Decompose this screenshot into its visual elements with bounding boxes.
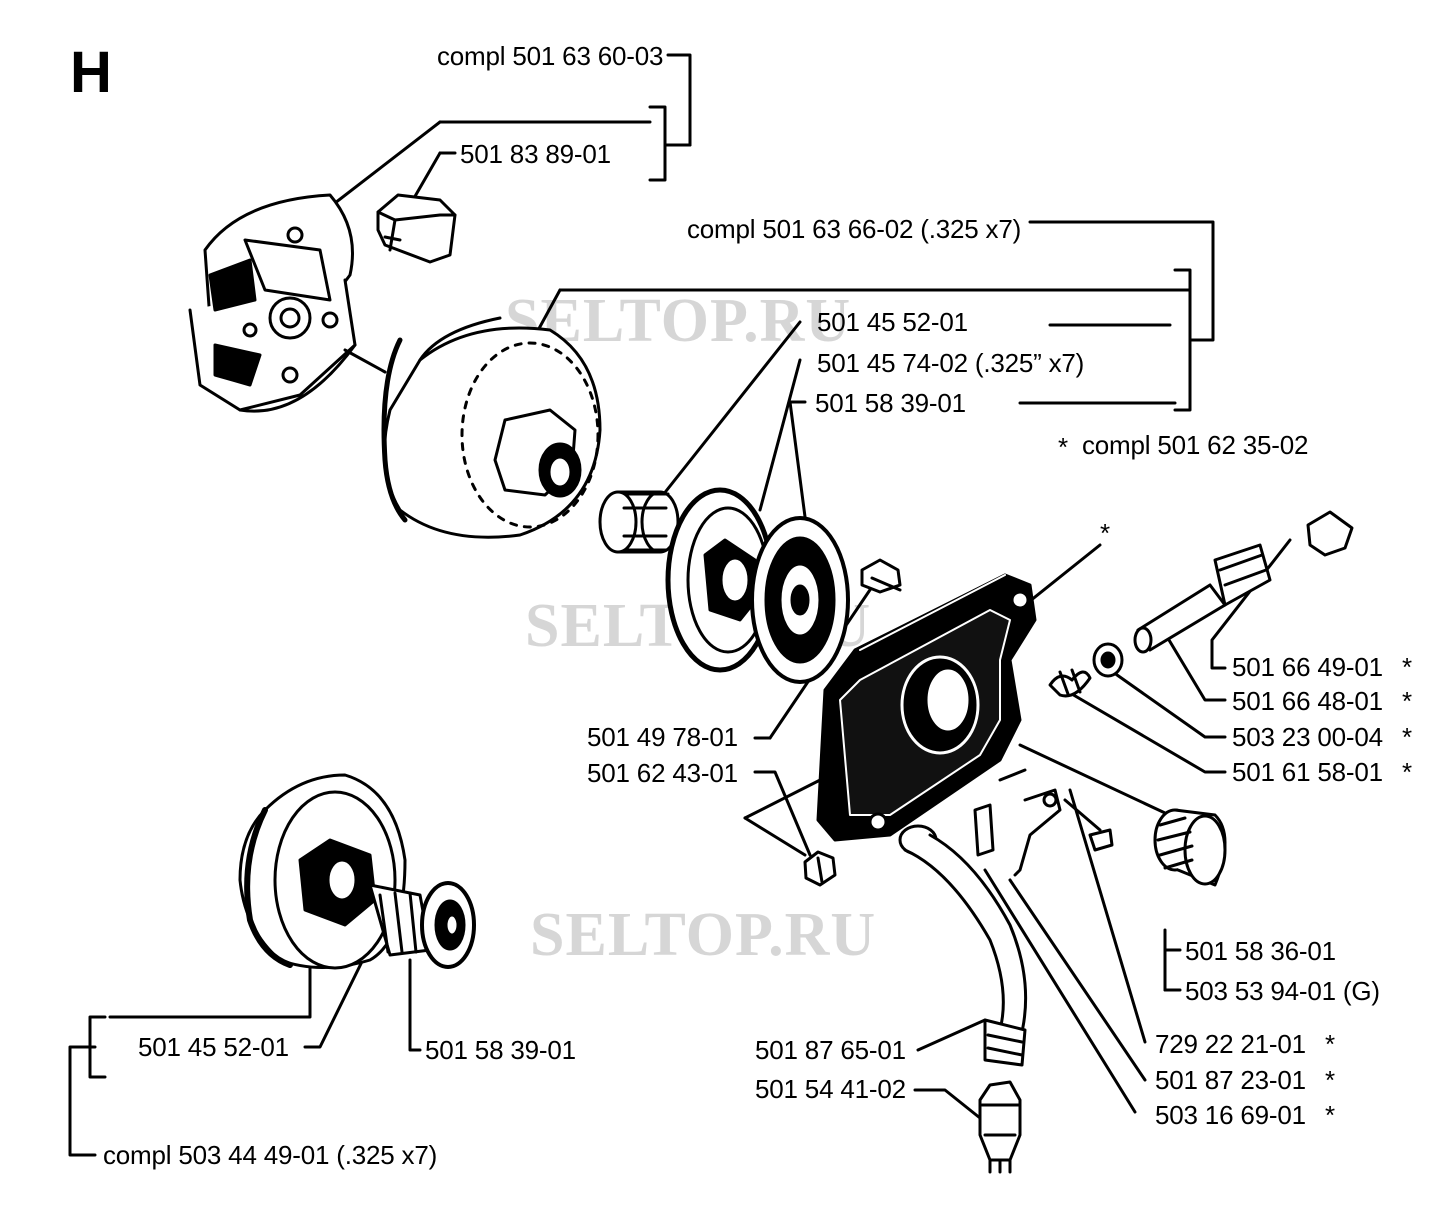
label-spring-seat: 503 23 00-04 xyxy=(1232,722,1383,752)
asterisk-pump-compl: * xyxy=(1058,432,1069,462)
asterisk-pump: * xyxy=(1100,518,1111,548)
label-spring: 501 61 58-01 xyxy=(1232,757,1383,787)
washer xyxy=(750,516,850,684)
small-parts xyxy=(973,788,1114,877)
label-pump-shaft: 501 66 48-01 xyxy=(1232,686,1383,716)
label-screw: 501 49 78-01 xyxy=(587,722,738,752)
nut xyxy=(803,850,837,887)
label-nut: 501 62 43-01 xyxy=(587,758,738,788)
label-clutch-compl: compl 501 63 60-03 xyxy=(437,41,664,71)
label-oil-filter: 501 54 41-02 xyxy=(755,1074,906,1104)
clutch-shoes xyxy=(188,193,457,413)
label-washer-lower: 501 58 39-01 xyxy=(425,1035,576,1065)
oil-filter xyxy=(978,1080,1022,1174)
label-clip: 501 87 23-01 xyxy=(1155,1065,1306,1095)
oil-pump xyxy=(816,510,1354,842)
label-washer: 501 58 39-01 xyxy=(815,388,966,418)
label-screw-lower: 729 22 21-01 xyxy=(1155,1029,1306,1059)
label-pump-compl: compl 501 62 35-02 xyxy=(1082,430,1309,460)
asterisk-adjust-screw: * xyxy=(1402,652,1413,682)
asterisk-spring: * xyxy=(1402,757,1413,787)
label-drum-compl: compl 501 63 66-02 (.325 x7) xyxy=(687,214,1022,244)
label-rim-sprocket: 501 45 74-02 (.325” x7) xyxy=(817,348,1085,378)
needle-bearing xyxy=(598,490,680,554)
label-needle-bearing: 501 45 52-01 xyxy=(817,307,968,337)
label-worm-gear-g: 503 53 94-01 (G) xyxy=(1185,976,1380,1006)
asterisk-spring-seat: * xyxy=(1402,722,1413,752)
section-letter: H xyxy=(70,40,112,105)
label-adjust-screw: 501 66 49-01 xyxy=(1232,652,1383,682)
watermark-3: SELTOP.RU xyxy=(530,901,877,969)
asterisk-screw-lower: * xyxy=(1325,1029,1336,1059)
label-bearing-lower: 501 45 52-01 xyxy=(138,1032,289,1062)
label-worm-gear: 501 58 36-01 xyxy=(1185,936,1336,966)
oil-hose xyxy=(898,824,1028,1067)
clutch-drum-assembly xyxy=(238,773,476,970)
label-seal: 503 16 69-01 xyxy=(1155,1100,1306,1130)
label-clutch-shoe: 501 83 89-01 xyxy=(460,139,611,169)
asterisk-pump-shaft: * xyxy=(1402,686,1413,716)
label-oil-hose: 501 87 65-01 xyxy=(755,1035,906,1065)
worm-gear xyxy=(1153,808,1227,887)
asterisk-clip: * xyxy=(1325,1065,1336,1095)
label-drum-compl-lower: compl 503 44 49-01 (.325 x7) xyxy=(103,1140,438,1170)
asterisk-seal: * xyxy=(1325,1100,1336,1130)
clutch-drum xyxy=(381,316,602,539)
